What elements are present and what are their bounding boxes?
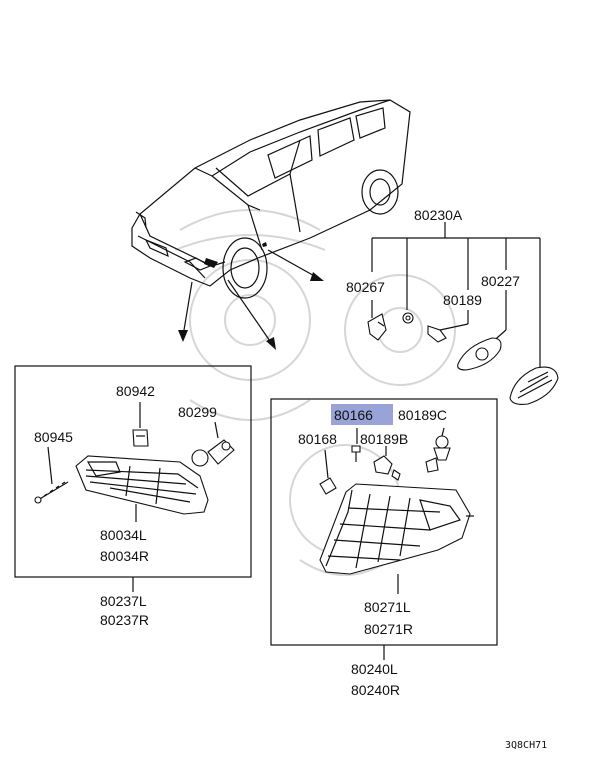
nut-80168-icon [319,449,337,495]
screw-80166-icon [351,428,361,462]
bulb-80189-icon [427,325,447,343]
label-80034L: 80034L [100,527,147,543]
label-80230A: 80230A [414,207,463,223]
socket-80189B-icon [373,446,401,481]
side-marker-callout-tree [371,222,541,368]
label-80299: 80299 [178,404,217,420]
label-80240L: 80240L [351,661,398,677]
callout-arrows [178,249,324,350]
highlight-80166 [331,404,393,425]
label-80189B: 80189B [360,431,408,447]
label-80034R: 80034R [100,548,149,564]
bulb-80189C-icon [425,427,451,473]
diagram-code: 3Q8CH71 [505,740,547,751]
screw-80945-icon [34,446,69,504]
label-80237R: 80237R [100,612,149,628]
clip-80267-icon [367,313,387,341]
label-80166: 80166 [334,407,373,423]
clip-80942-icon [132,402,149,447]
label-80189: 80189 [443,292,482,308]
label-80189C: 80189C [398,407,447,423]
label-80237L: 80237L [100,593,147,609]
clearance-lamp-lens-icon [75,455,209,522]
label-80168: 80168 [298,431,337,447]
turn-signal-lens-icon [319,483,474,594]
screw-icon [402,312,414,324]
bulb-80299-icon [191,421,235,467]
label-80240R: 80240R [351,682,400,698]
label-80945: 80945 [34,429,73,445]
label-80271R: 80271R [364,621,413,637]
label-80227: 80227 [481,273,520,289]
station-wagon-vehicle-icon [131,99,411,299]
label-80267: 80267 [346,279,385,295]
label-80942: 80942 [116,383,155,399]
label-80271L: 80271L [364,599,411,615]
gasket-80227-icon [457,337,502,371]
side-marker-lens-icon [509,366,559,405]
